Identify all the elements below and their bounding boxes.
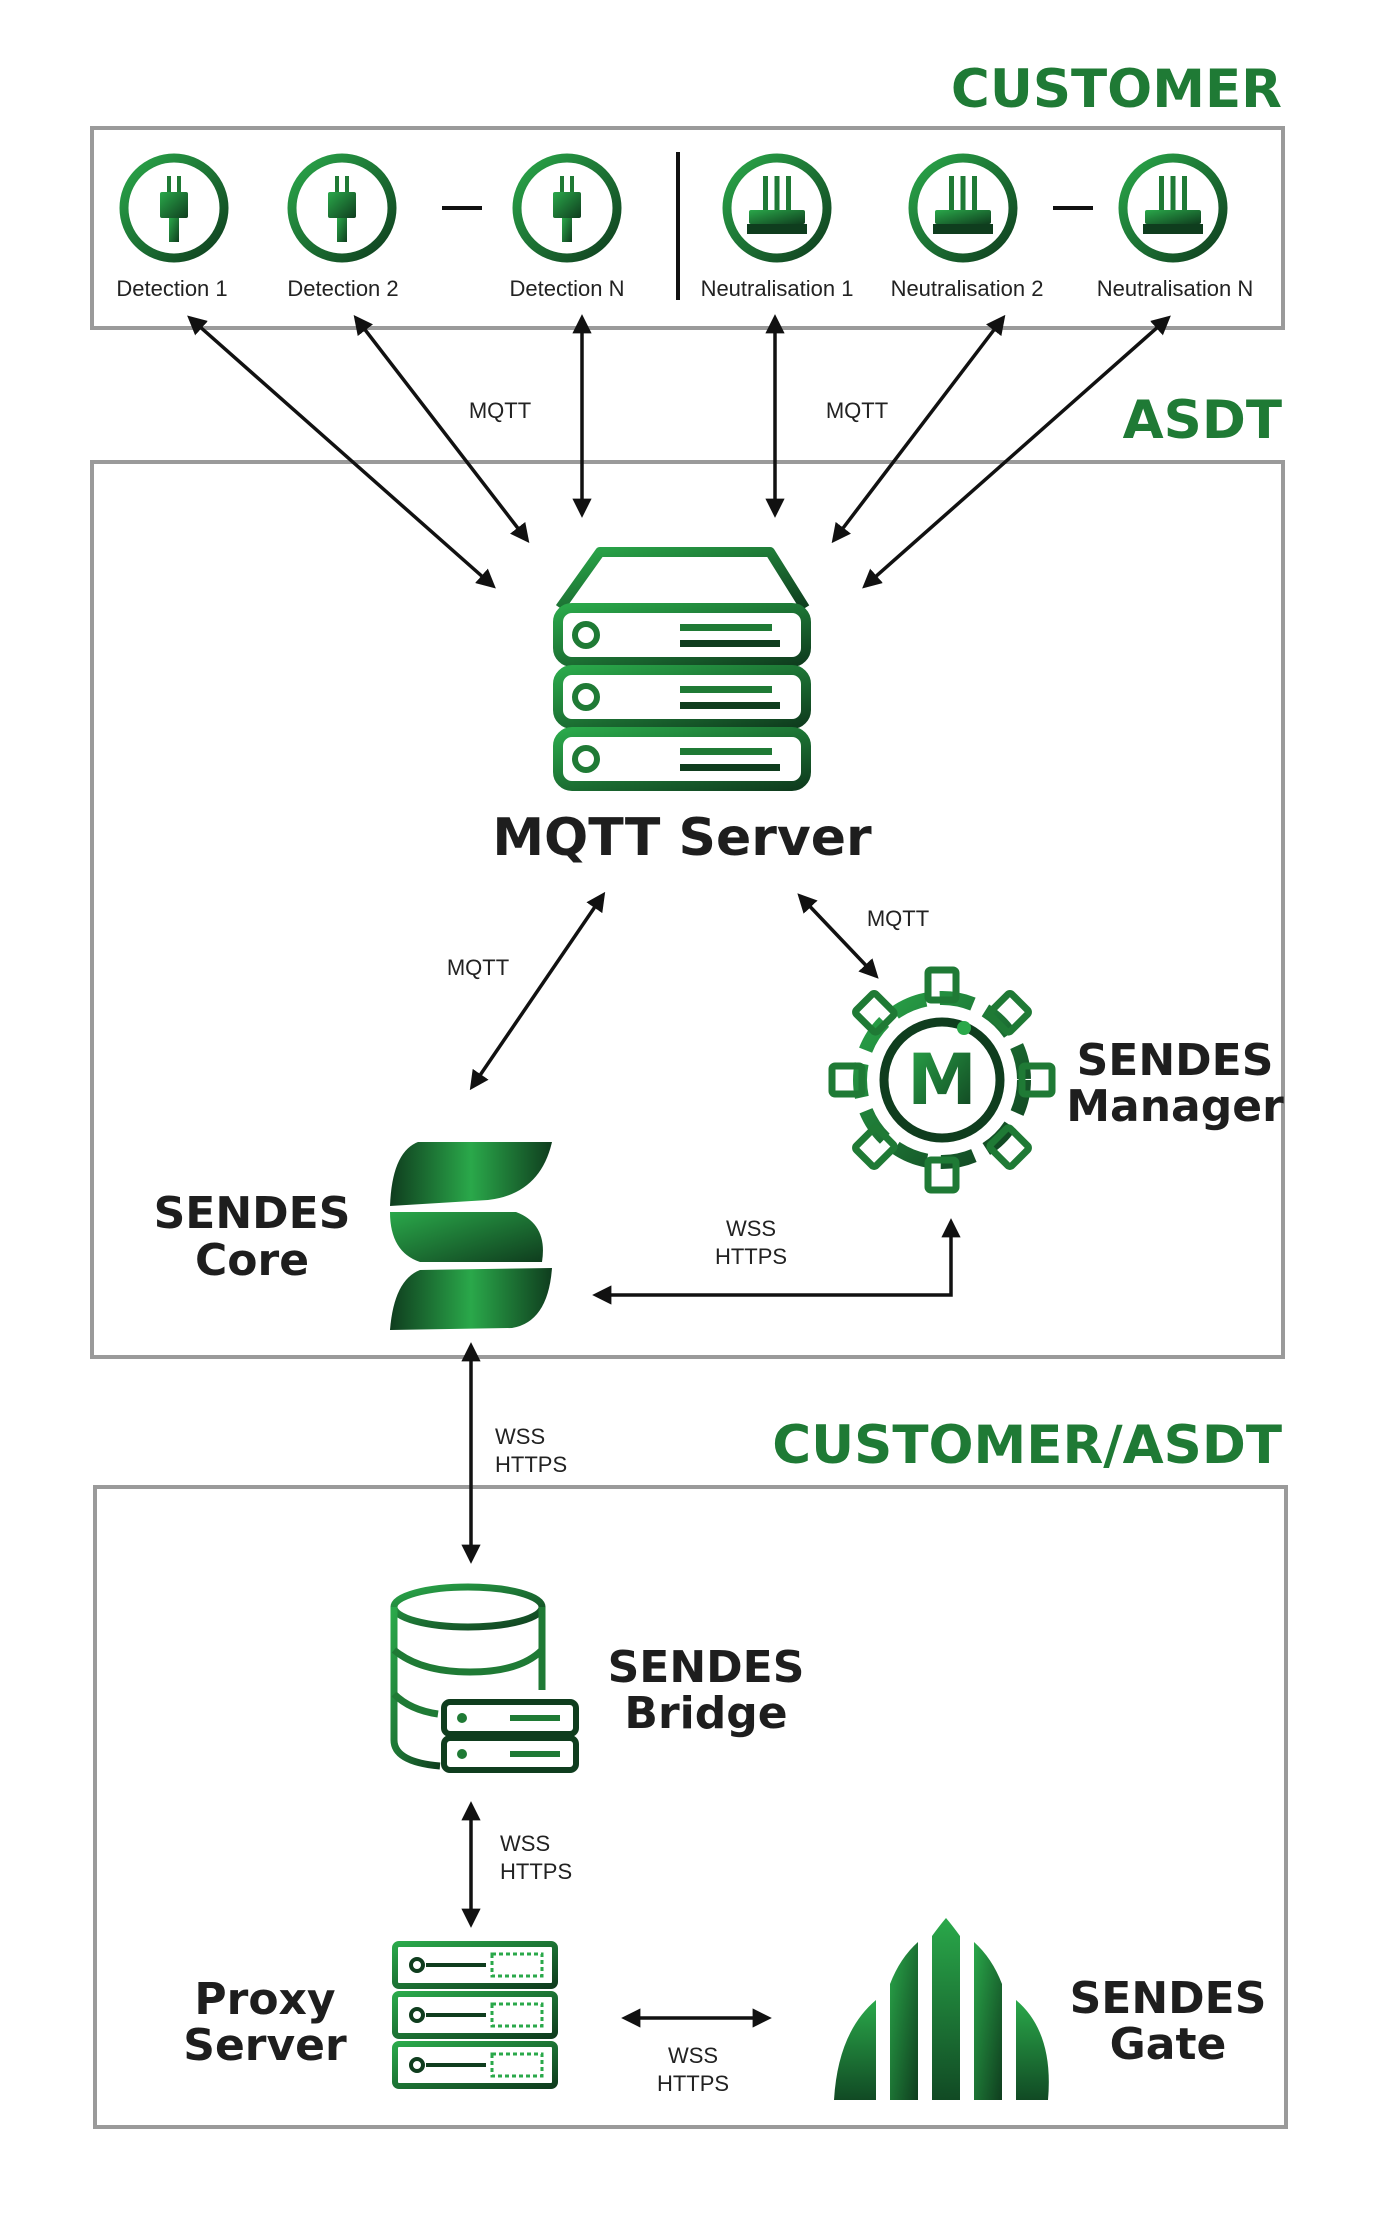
- mqtt-server-icon: [553, 547, 811, 791]
- arrow-detection-1-mqtt: [187, 315, 496, 589]
- neutralisation-n-label: Neutralisation N: [1097, 276, 1254, 301]
- sendes-bridge-label-line1: SENDES: [608, 1642, 805, 1693]
- protocol-mqtt-manager: MQTT: [867, 906, 929, 931]
- mqtt-server-label: MQTT Server: [492, 808, 872, 868]
- manager-icon-letter: M: [907, 1039, 977, 1121]
- neutralisation-n-icon: [1123, 158, 1223, 258]
- customer-devices-box: [90, 126, 1285, 330]
- sendes-core-label-line1: SENDES: [154, 1188, 351, 1239]
- arrow-detection-2-mqtt: [353, 314, 530, 544]
- protocol-proxy-gate-wss: WSS: [668, 2043, 718, 2068]
- protocol-manager-core-https: HTTPS: [715, 1244, 787, 1269]
- protocol-core-bridge-wss: WSS: [495, 1424, 545, 1449]
- protocol-mqtt-devices-left: MQTT: [469, 398, 531, 423]
- protocol-core-bridge-https: HTTPS: [495, 1452, 567, 1477]
- sendes-core-label-line2: Core: [195, 1235, 309, 1286]
- detection-2-label: Detection 2: [287, 276, 398, 301]
- arrow-neutralisation-2-mqtt: [831, 314, 1006, 544]
- section-title-customer-asdt: CUSTOMER/ASDT: [772, 1415, 1282, 1476]
- protocol-mqtt-core: MQTT: [447, 955, 509, 980]
- sendes-s-logo-icon: [390, 1142, 552, 1330]
- neutralisation-1-icon: [727, 158, 827, 258]
- customer-asdt-box: [93, 1485, 1288, 2129]
- neutralisation-2-label: Neutralisation 2: [891, 276, 1044, 301]
- sendes-gate-label-line1: SENDES: [1070, 1973, 1267, 2024]
- protocol-proxy-gate-https: HTTPS: [657, 2071, 729, 2096]
- protocol-bridge-proxy-wss: WSS: [500, 1831, 550, 1856]
- proxy-server-label-line1: Proxy: [194, 1974, 335, 2025]
- arrow-mqtt-core: [469, 891, 606, 1091]
- sendes-manager-label-line2: Manager: [1066, 1081, 1284, 1132]
- arrow-mqtt-manager: [797, 893, 879, 979]
- arrow-manager-core: [592, 1218, 961, 1305]
- protocol-mqtt-devices-right: MQTT: [826, 398, 888, 423]
- database-server-icon: [390, 1583, 579, 1773]
- arrow-neutralisation-n-mqtt: [862, 315, 1171, 589]
- detection-n-label: Detection N: [510, 276, 625, 301]
- sendes-manager-label-line1: SENDES: [1077, 1035, 1274, 1086]
- neutralisation-1-label: Neutralisation 1: [701, 276, 854, 301]
- sendes-gate-label-line2: Gate: [1110, 2019, 1227, 2070]
- sendes-bridge-label-line2: Bridge: [624, 1688, 787, 1739]
- protocol-bridge-proxy-https: HTTPS: [500, 1859, 572, 1884]
- detection-1-label: Detection 1: [116, 276, 227, 301]
- gear-m-icon: M: [828, 966, 1056, 1194]
- section-title-asdt: ASDT: [1123, 390, 1282, 451]
- proxy-server-rack-icon: [392, 1941, 558, 2089]
- detection-1-icon: [124, 158, 224, 258]
- asdt-box: [90, 460, 1285, 1359]
- detection-2-icon: [292, 158, 392, 258]
- proxy-server-label-line2: Server: [183, 2020, 347, 2071]
- section-title-customer: CUSTOMER: [951, 59, 1282, 120]
- sendes-gate-logo-icon: [834, 1918, 1049, 2100]
- detection-n-icon: [517, 158, 617, 258]
- protocol-manager-core-wss: WSS: [726, 1216, 776, 1241]
- neutralisation-2-icon: [913, 158, 1013, 258]
